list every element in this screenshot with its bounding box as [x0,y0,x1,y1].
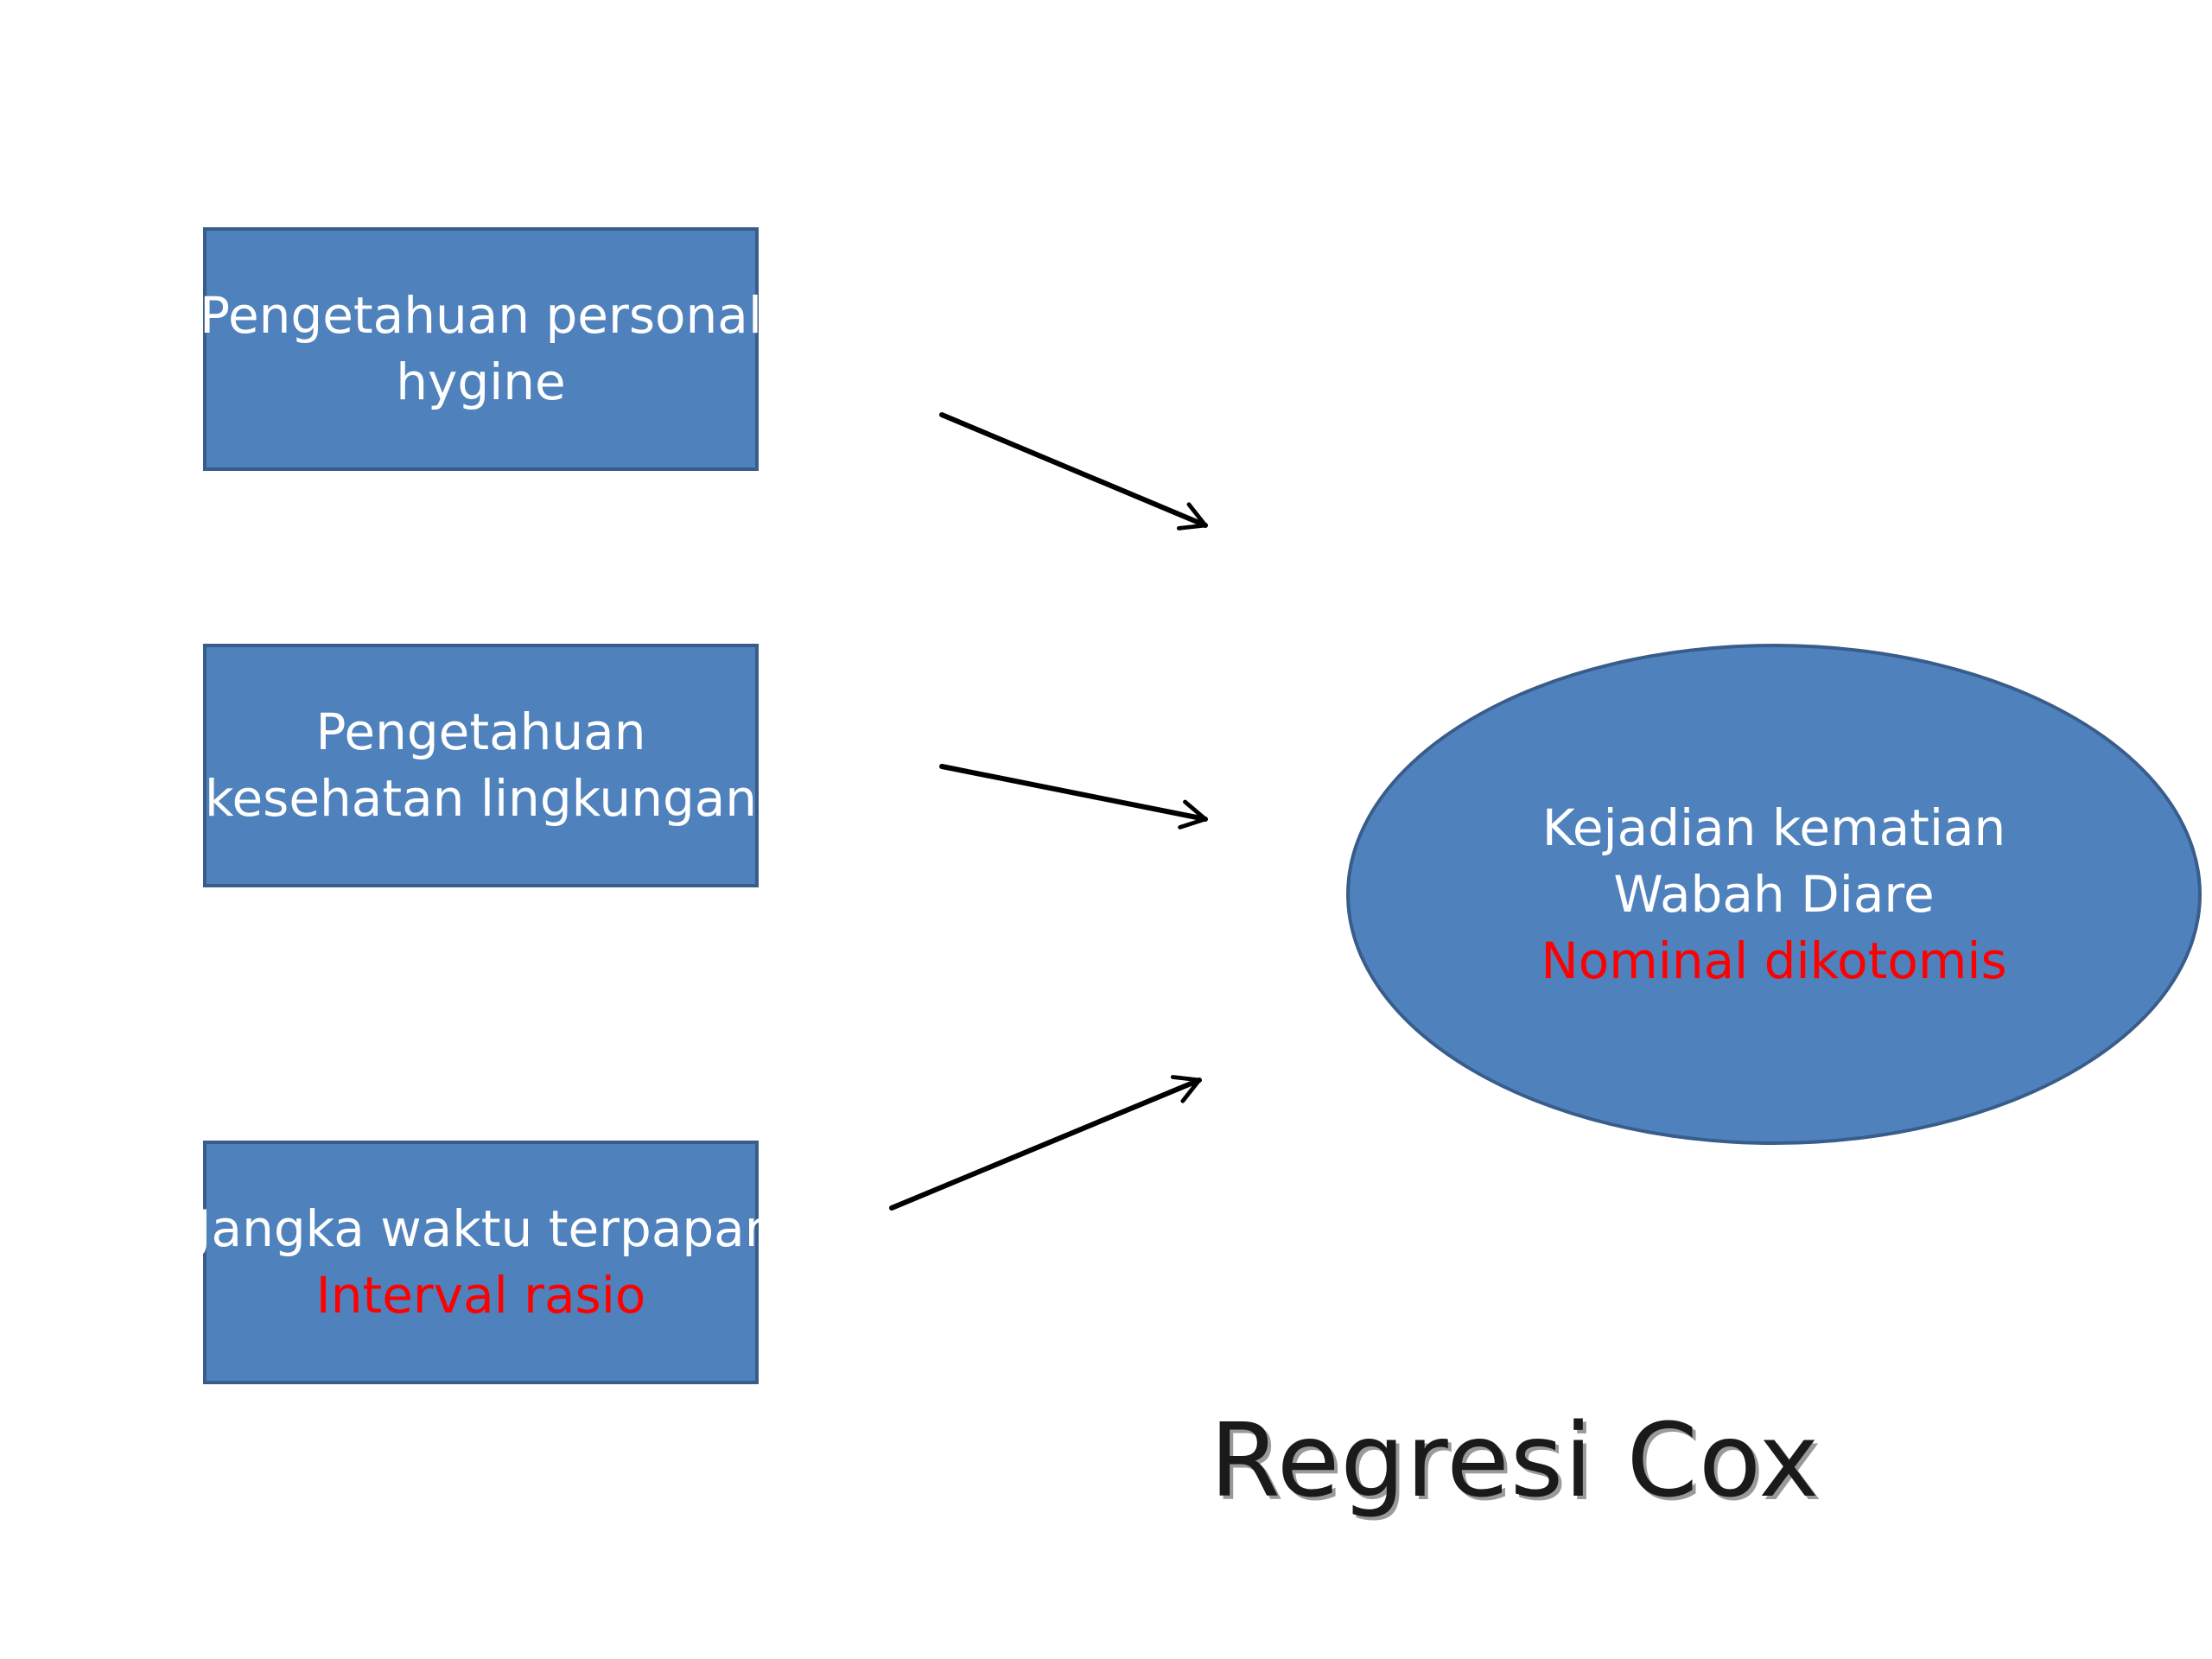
arrow-1 [939,412,1208,531]
box-environmental-health-line-2: kesehatan lingkungan [204,769,758,828]
method-caption: Regresi Cox [1210,1401,1821,1520]
box-exposure-duration-line-1: Jangka waktu terpapar [196,1199,766,1258]
outcome-line-1: Kejadian kematian [1541,798,2006,857]
box-environmental-health: Pengetahuan kesehatan lingkungan [203,644,759,887]
box-exposure-duration: Jangka waktu terpapar Interval rasio [196,1141,766,1384]
arrow-3 [889,1075,1202,1211]
box-exposure-duration-scale-note: Interval rasio [315,1266,646,1325]
outcome-line-2: Wabah Diare [1613,864,1935,924]
box-environmental-health-line-1: Pengetahuan [315,702,646,761]
box-personal-hygiene-line-2: hygine [396,353,566,411]
box-personal-hygiene-line-1: Pengetahuan personal [200,286,762,345]
arrow-2 [939,764,1208,830]
outcome-ellipse: Kejadian kematian Wabah Diare Nominal di… [1346,644,2202,1145]
outcome-scale-note: Nominal dikotomis [1541,931,2007,990]
box-personal-hygiene: Pengetahuan personal hygine [200,227,762,471]
